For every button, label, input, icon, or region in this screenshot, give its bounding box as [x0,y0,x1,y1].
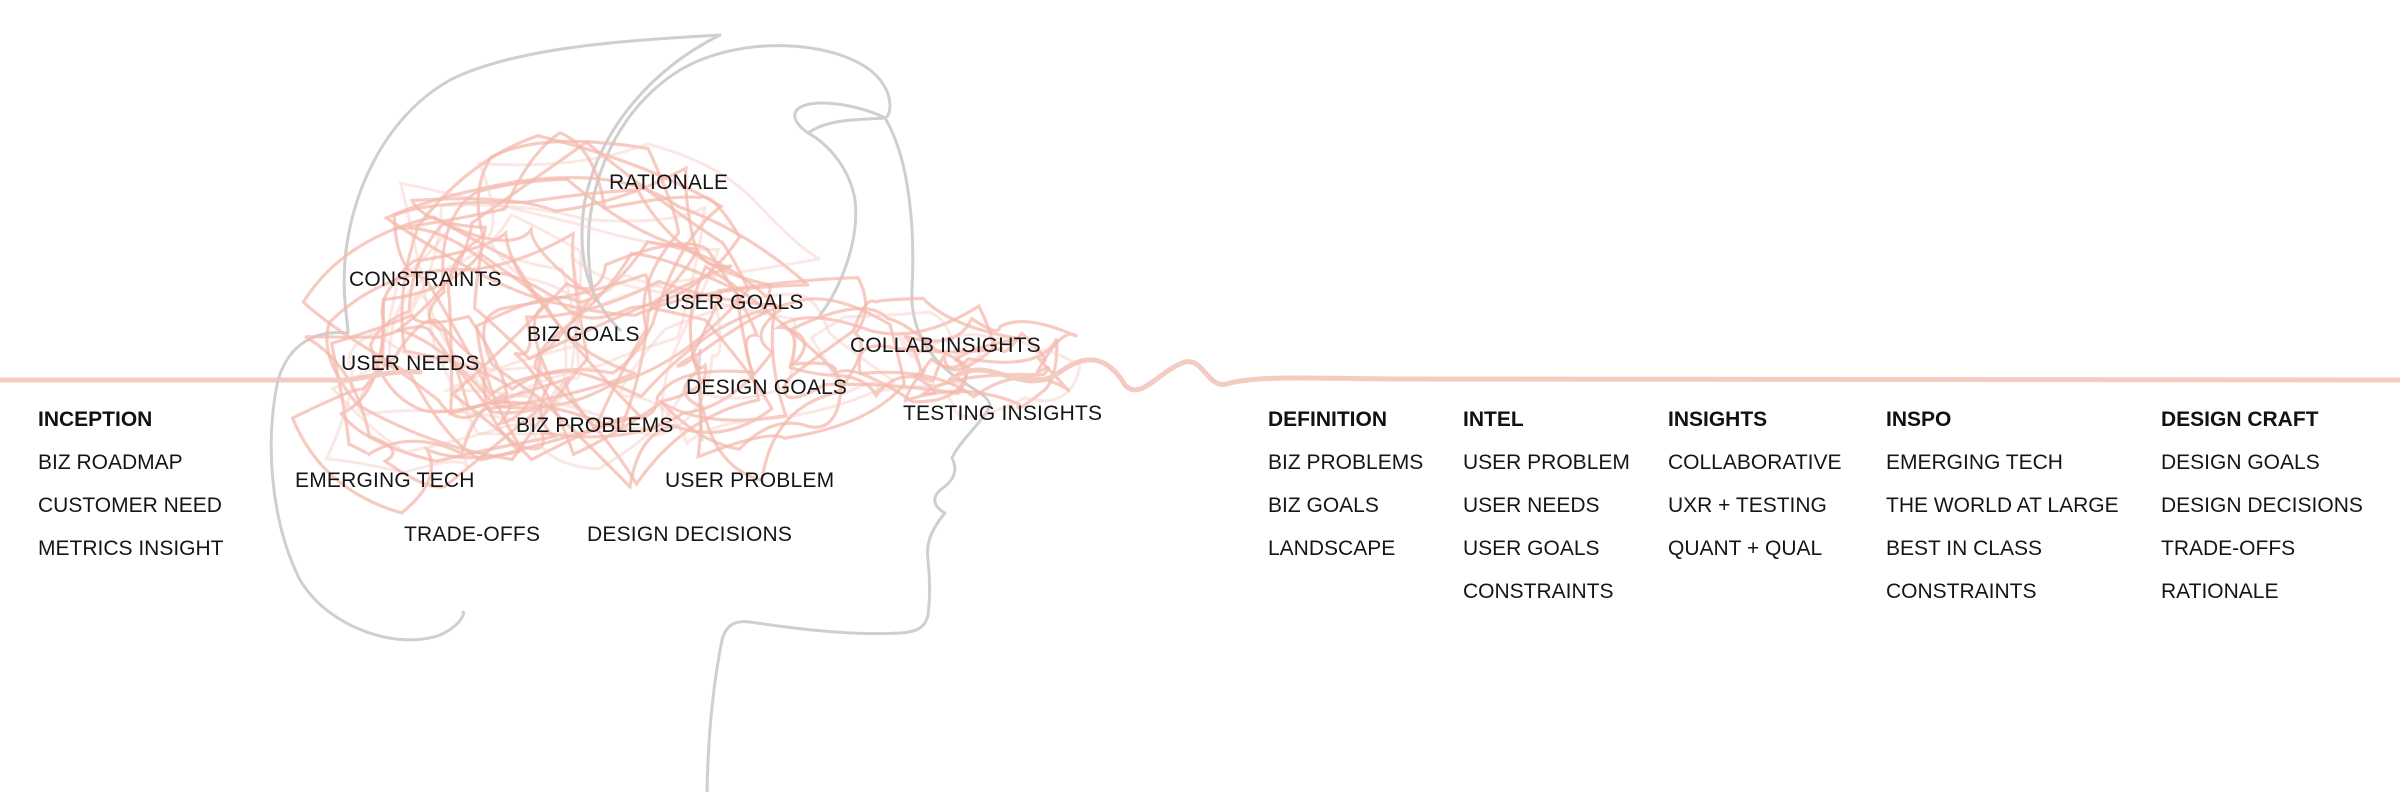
thread-loop [330,213,583,454]
column-item: BIZ PROBLEMS [1268,451,1424,474]
thread-loop [903,316,1078,396]
tangle-label-user-problem: USER PROBLEM [665,469,835,492]
column-inspo: INSPO EMERGING TECH THE WORLD AT LARGE B… [1886,409,2119,624]
thread-loop [325,230,590,462]
column-intel: INTEL USER PROBLEM USER NEEDS USER GOALS… [1463,409,1630,624]
tangle-label-constraints: CONSTRAINTS [349,268,502,291]
thread-loop [393,131,742,320]
thread-loop [324,330,544,475]
column-item: EMERGING TECH [1886,451,2063,474]
thread-loop [301,215,642,462]
column-definition: DEFINITION BIZ PROBLEMS BIZ GOALS LANDSC… [1268,409,1423,581]
hair-loop-outline [586,44,892,317]
tangle-label-biz-goals: BIZ GOALS [527,323,640,346]
column-item: UXR + TESTING [1668,494,1827,517]
column-insights: INSIGHTS COLLABORATIVE UXR + TESTING QUA… [1668,409,1842,581]
tangle-label-user-goals: USER GOALS [665,291,804,314]
column-item: DESIGN GOALS [2161,451,2320,474]
column-item: CUSTOMER NEED [38,494,222,517]
column-header: INSPO [1886,408,1952,431]
tangle-label-emerging-tech: EMERGING TECH [295,469,475,492]
thread-loop [619,292,896,447]
tangle-label-design-decisions: DESIGN DECISIONS [587,523,793,546]
column-header: INSIGHTS [1668,408,1768,431]
thread-strand [327,367,1063,384]
hair-curl-outline [793,101,887,135]
column-header: INTEL [1463,408,1524,431]
column-item: RATIONALE [2161,580,2279,603]
column-header: DESIGN CRAFT [2161,408,2319,431]
column-design-craft: DESIGN CRAFT DESIGN GOALS DESIGN DECISIO… [2161,409,2363,624]
column-header: DEFINITION [1268,408,1387,431]
thread-loop [304,325,541,489]
thread-loop [409,165,733,361]
column-header: INCEPTION [38,408,153,431]
column-item: CONSTRAINTS [1886,580,2037,603]
column-item: TRADE-OFFS [2161,537,2296,560]
tangle-label-rationale: RATIONALE [609,171,729,194]
thread-loop [903,337,1059,410]
tangle-label-testing-insights: TESTING INSIGHTS [903,402,1103,425]
column-item: COLLABORATIVE [1668,451,1842,474]
column-item: BIZ GOALS [1268,494,1379,517]
thread-loop [897,332,1082,419]
thread-loop [773,303,995,399]
column-item: USER GOALS [1463,537,1600,560]
column-item: DESIGN DECISIONS [2161,494,2363,517]
column-item: BEST IN CLASS [1886,537,2043,560]
column-item: THE WORLD AT LARGE [1886,494,2119,517]
tangle-label-trade-offs: TRADE-OFFS [404,523,541,546]
face-profile-outline [705,116,992,792]
tangle-label-user-needs: USER NEEDS [341,352,480,375]
tangle-label-biz-problems: BIZ PROBLEMS [516,414,674,437]
column-item: METRICS INSIGHT [38,537,224,560]
thread-loop [290,318,521,515]
column-item: BIZ ROADMAP [38,451,183,474]
column-item: USER PROBLEM [1463,451,1630,474]
tangle-label-design-goals: DESIGN GOALS [686,376,848,399]
column-item: CONSTRAINTS [1463,580,1614,603]
thread-loop [477,142,821,315]
column-item: LANDSCAPE [1268,537,1396,560]
thread-loop [329,312,509,457]
thread-loop [395,140,751,410]
column-inception: INCEPTION BIZ ROADMAP CUSTOMER NEED METR… [38,409,224,581]
thread-tangle [290,131,1082,515]
column-item: QUANT + QUAL [1668,537,1823,560]
hair-outer-outline [269,33,722,642]
thread-loop [427,177,699,432]
thread-loop [676,297,906,460]
tangle-label-collab-insights: COLLAB INSIGHTS [850,334,1041,357]
thread-loop [528,274,797,471]
thread-loop [383,175,810,317]
thread-line-right [1057,357,2400,393]
column-item: USER NEEDS [1463,494,1600,517]
